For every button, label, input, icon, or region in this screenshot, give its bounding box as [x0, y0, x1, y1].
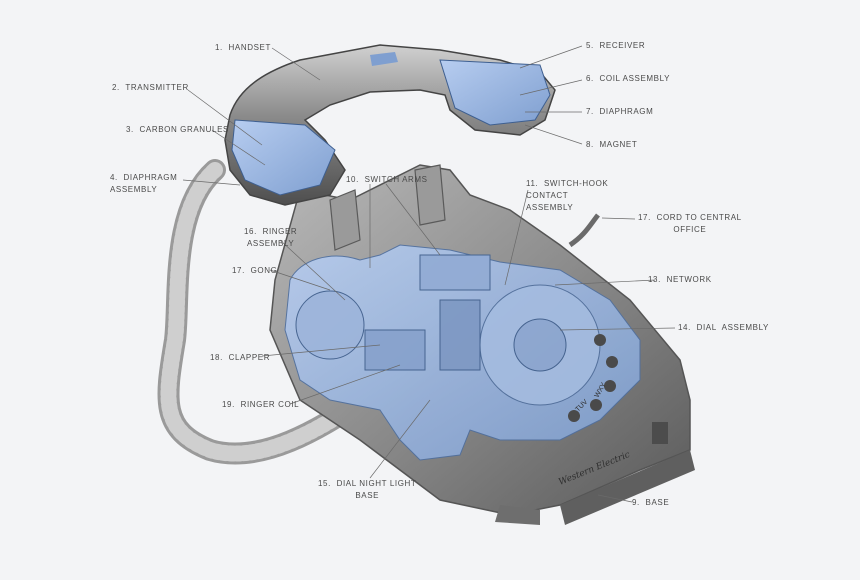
- label-handset: 1. HANDSET: [215, 43, 271, 52]
- label-carbon-granules: 3. CARBON GRANULES: [126, 125, 229, 134]
- label-receiver: 5. RECEIVER: [586, 41, 646, 50]
- label-magnet: 8. MAGNET: [586, 140, 638, 149]
- base-cutaway: [284, 244, 641, 461]
- label-diaphragm-assembly: 4. DIAPHRAGM ASSEMBLY: [110, 173, 178, 194]
- label-cord: 17. CORD TO CENTRAL OFFICE: [638, 213, 742, 234]
- label-diaphragm: 7. DIAPHRAGM: [586, 107, 654, 116]
- label-ringer-assembly: 16. RINGER ASSEMBLY: [244, 227, 298, 248]
- label-base: 9. BASE: [632, 498, 670, 507]
- label-transmitter: 2. TRANSMITTER: [112, 83, 189, 92]
- label-ringer-coil: 19. RINGER COIL: [222, 400, 300, 409]
- leader-lines: [182, 45, 676, 503]
- label-clapper: 18. CLAPPER: [210, 353, 271, 362]
- coiled-cord: [157, 159, 381, 465]
- label-switch-hook: 11. SWITCH-HOOK CONTACT ASSEMBLY: [526, 179, 609, 212]
- label-dial-assembly: 14. DIAL ASSEMBLY: [678, 323, 769, 332]
- label-switch-arms: 10. SWITCH ARMS: [346, 175, 428, 184]
- label-dial-night-light: 15. DIAL NIGHT LIGHT BASE: [318, 479, 417, 500]
- cradle-arms: [329, 164, 446, 251]
- label-network: 13. NETWORK: [648, 275, 712, 284]
- dial-holes: [568, 334, 618, 422]
- label-coil-assembly: 6. COIL ASSEMBLY: [586, 74, 671, 83]
- label-gong: 17. GONG: [232, 266, 278, 275]
- handset: [224, 44, 556, 206]
